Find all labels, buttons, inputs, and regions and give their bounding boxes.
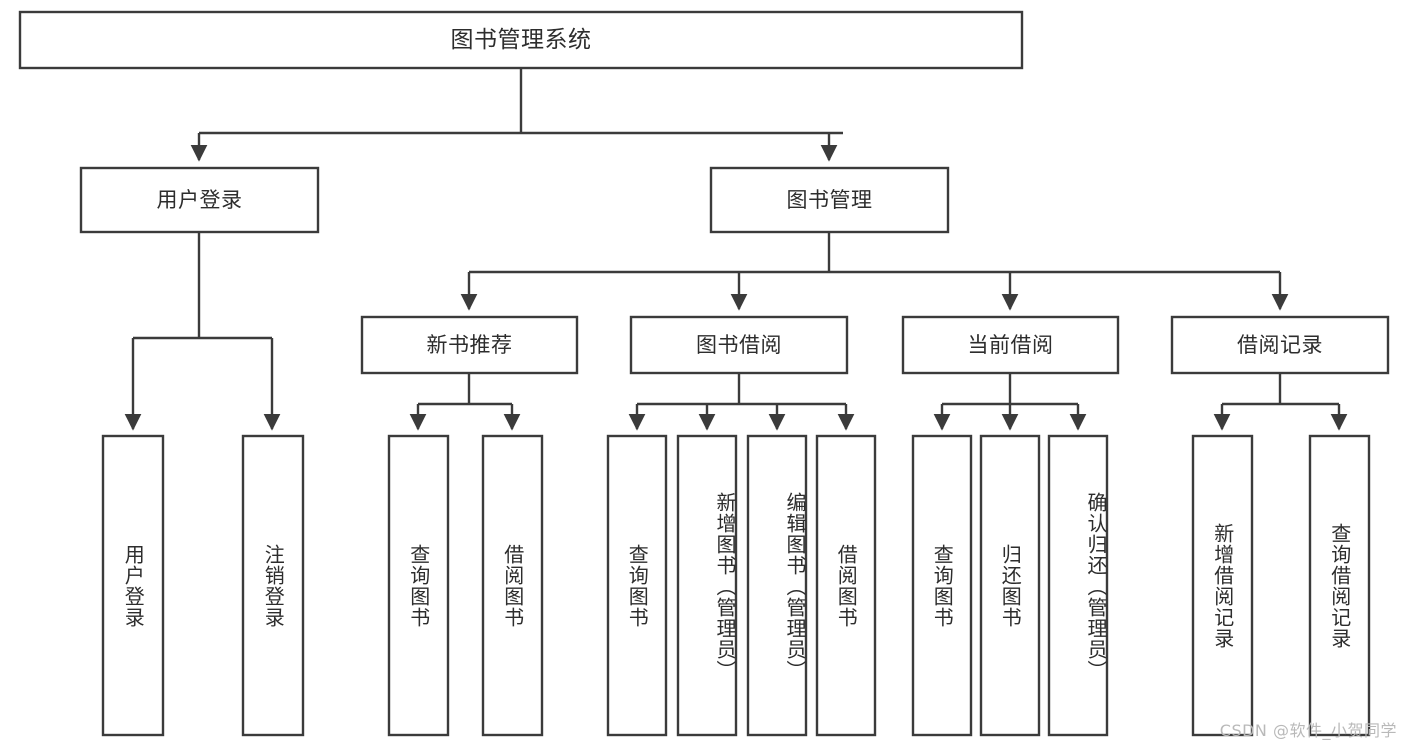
node-box-leaf-edit-book-admin[interactable] — [746, 434, 808, 737]
node-box-leaf-query-book-3[interactable] — [911, 434, 973, 737]
connector-borrow-to-leaves — [628, 373, 855, 431]
node-box-leaf-add-book-admin[interactable] — [676, 434, 738, 737]
node-box-leaf-borrow-book-2[interactable] — [815, 434, 877, 737]
connector-current-to-leaves — [933, 373, 1087, 431]
node-box-leaf-query-book-2[interactable] — [606, 434, 668, 737]
connector-root-to-level2 — [190, 68, 843, 162]
node-box-leaf-confirm-return-admin[interactable] — [1047, 434, 1109, 737]
connector-userlogin-to-leaves — [124, 232, 281, 431]
node-box-leaf-query-book-1[interactable] — [387, 434, 450, 737]
node-box-book-management[interactable] — [709, 166, 950, 234]
connector-newbook-to-leaves — [409, 373, 521, 431]
node-box-leaf-logout[interactable] — [241, 434, 305, 737]
connector-bookmgmt-to-level3 — [460, 232, 1289, 311]
node-box-leaf-return-book[interactable] — [979, 434, 1041, 737]
node-box-leaf-user-login[interactable] — [101, 434, 165, 737]
connector-record-to-leaves — [1213, 373, 1348, 431]
node-box-leaf-query-borrow-record[interactable] — [1308, 434, 1371, 737]
node-box-root[interactable] — [18, 10, 1024, 70]
node-box-current-borrow[interactable] — [901, 315, 1120, 375]
node-box-leaf-borrow-book-1[interactable] — [481, 434, 544, 737]
node-box-new-book-recommend[interactable] — [360, 315, 579, 375]
node-box-user-login[interactable] — [79, 166, 320, 234]
node-box-book-borrow[interactable] — [629, 315, 849, 375]
node-box-leaf-add-borrow-record[interactable] — [1191, 434, 1254, 737]
node-box-borrow-record[interactable] — [1170, 315, 1390, 375]
watermark-label: CSDN @软件_小贺同学 — [1219, 721, 1397, 740]
